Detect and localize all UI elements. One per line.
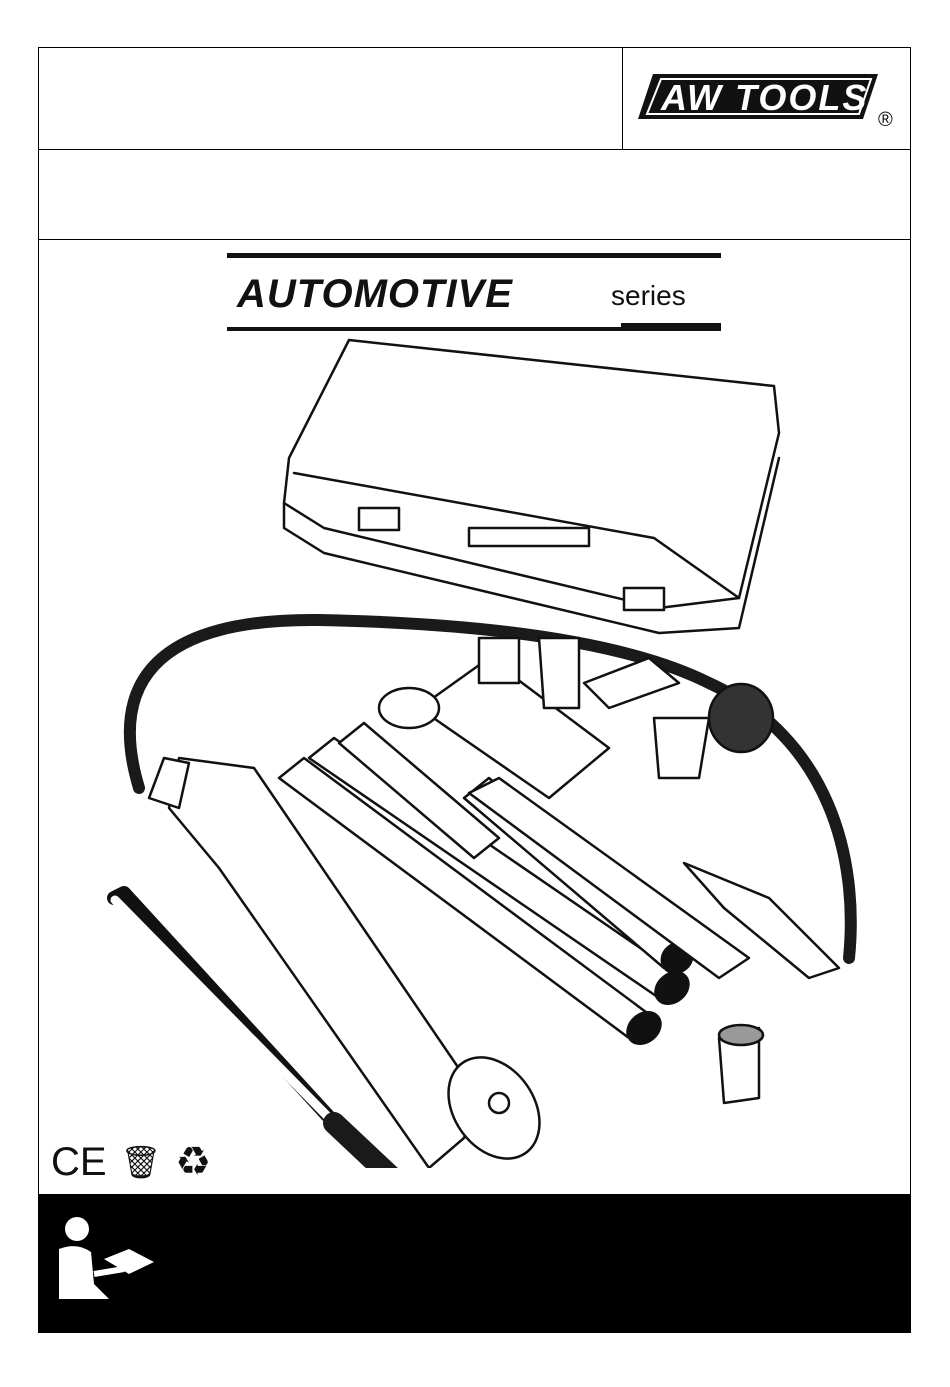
recycle-icon: ♻ <box>175 1142 211 1182</box>
brand-logo: AW TOOLS ® <box>624 48 911 149</box>
header-divider <box>622 48 623 149</box>
ce-mark-icon: CE <box>51 1142 107 1182</box>
read-manual-icon <box>49 1214 159 1309</box>
header-rule <box>39 149 910 150</box>
product-illustration <box>69 338 879 1168</box>
certification-marks: CE 🗑 ♻ <box>51 1138 211 1186</box>
series-subtitle: series <box>611 280 686 312</box>
title-rule <box>39 239 910 240</box>
registered-mark: ® <box>878 109 893 131</box>
series-title: AUTOMOTIVE <box>237 272 513 317</box>
logo-text: AW TOOLS <box>660 77 868 118</box>
weee-bin-icon: 🗑 <box>121 1146 162 1178</box>
carry-case-icon <box>284 340 779 633</box>
footer-bar <box>39 1194 910 1332</box>
cover-frame: AW TOOLS ® AUTOMOTIVE series <box>38 47 911 1333</box>
hose-grip-icon <box>709 684 773 752</box>
aw-tools-logo-icon: AW TOOLS ® <box>633 64 903 134</box>
series-banner: AUTOMOTIVE series <box>227 253 722 333</box>
